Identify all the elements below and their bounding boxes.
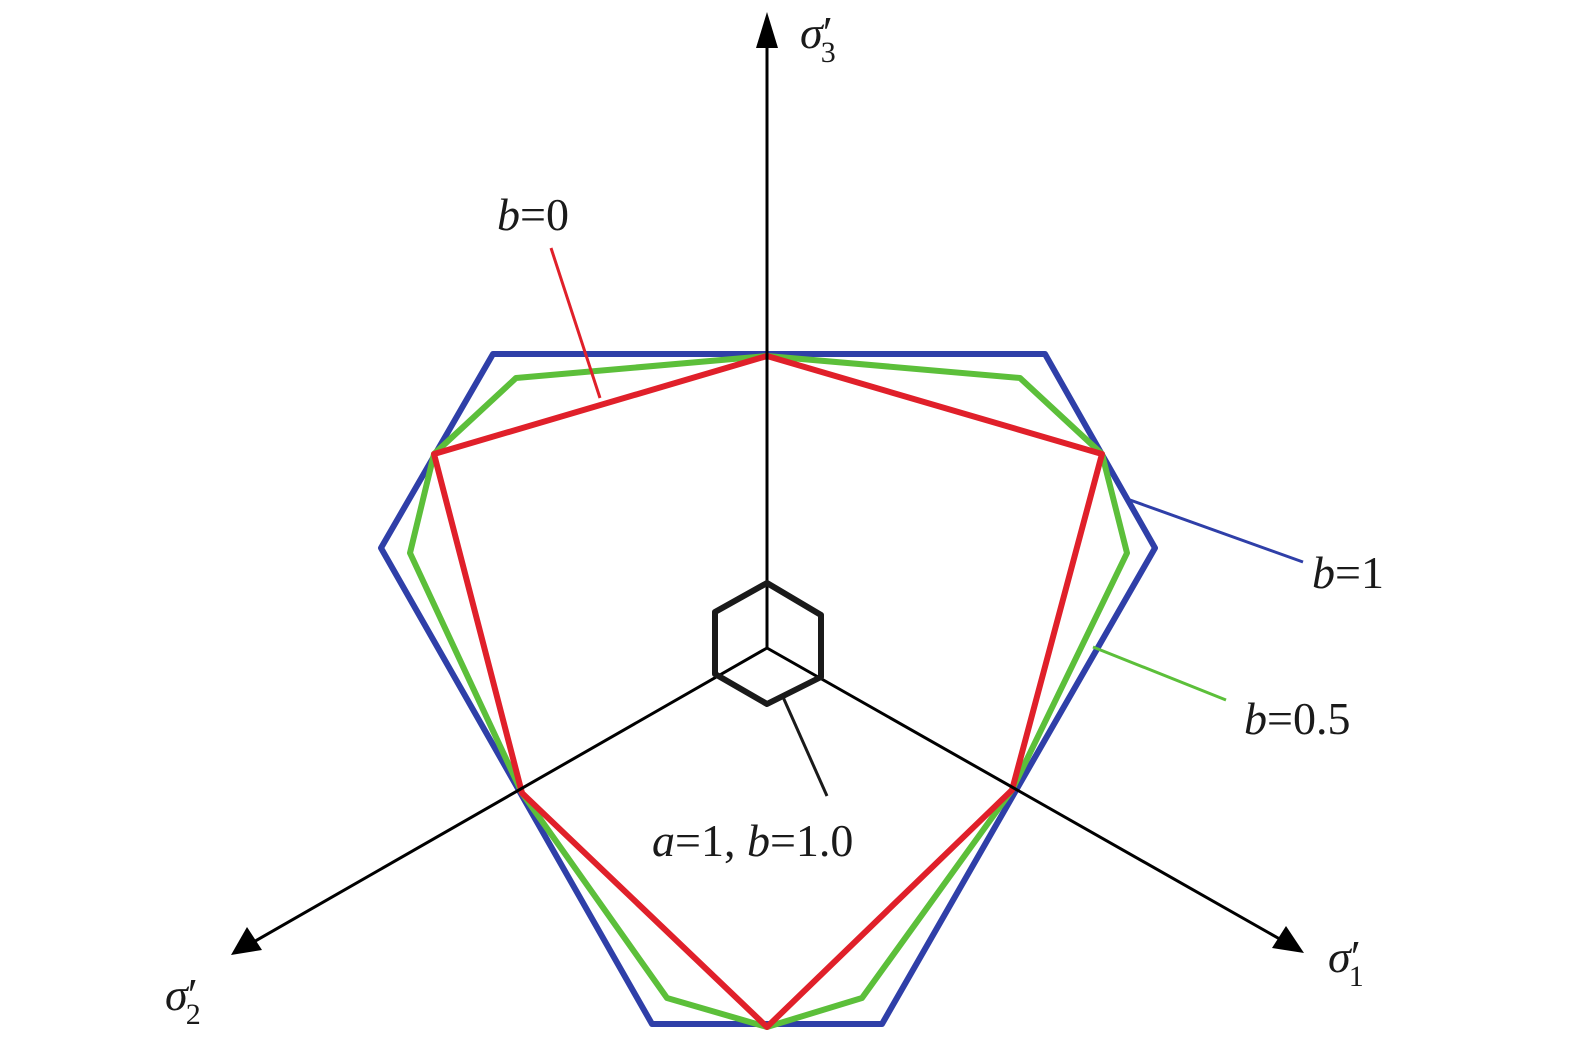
label-b0: b=0	[497, 189, 569, 240]
label-sigma2: σ′2	[165, 969, 201, 1031]
label-sigma1: σ′1	[1328, 931, 1364, 993]
curve-b1	[378, 351, 1158, 1027]
axis-sigma2-arrowhead	[231, 927, 262, 955]
stress-axes	[231, 12, 1304, 955]
leader-line-b0	[549, 247, 602, 399]
leader-line-b1	[1129, 498, 1304, 564]
small-hexagon	[712, 580, 824, 707]
label-b05: b=0.5	[1244, 693, 1350, 744]
leader-line-b05	[1092, 645, 1227, 702]
axis-sigma2	[249, 646, 768, 946]
curve-b0	[431, 353, 1105, 1030]
label-sigma3: σ′3	[800, 7, 836, 69]
axis-sigma1	[766, 646, 1286, 944]
axis-sigma3-arrowhead	[756, 12, 778, 48]
leader-line-hexagon	[781, 696, 829, 797]
axis-sigma1-arrowhead	[1272, 926, 1304, 953]
label-b1: b=1	[1312, 547, 1384, 598]
label-hexagon: a=1, b=1.0	[652, 815, 853, 866]
